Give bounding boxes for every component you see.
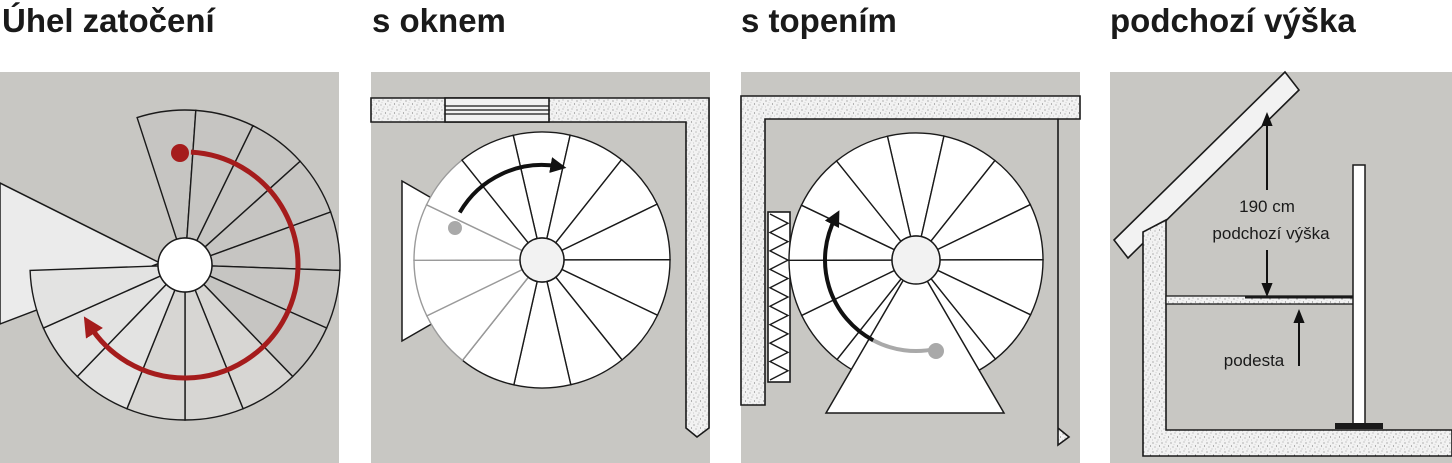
panel-background <box>1110 72 1452 463</box>
panel-with-window <box>370 72 710 463</box>
wall-and-floor <box>1142 218 1452 457</box>
panel-with-heater <box>740 72 1081 463</box>
landing-label: podesta <box>1224 351 1285 370</box>
rotation-start-dot <box>171 144 189 162</box>
roof-slope <box>1112 70 1301 260</box>
panel-rotation-angle <box>0 72 341 463</box>
headroom-text-label: podchozí výška <box>1212 224 1330 243</box>
panel-headroom: 190 cm podchozí výška podesta <box>1110 70 1452 463</box>
panel-title-headroom: podchozí výška <box>1110 2 1356 39</box>
panel-title-with-window: s oknem <box>372 2 506 39</box>
center-pole <box>157 237 213 293</box>
heater <box>767 211 791 383</box>
rotation-arrow <box>457 157 567 214</box>
rotation-start-dot <box>448 221 462 235</box>
headroom-value-label: 190 cm <box>1239 197 1295 216</box>
stair-treads <box>788 132 1044 388</box>
rotation-arrow <box>823 210 875 343</box>
wall <box>370 97 710 439</box>
rotation-arrow <box>83 149 301 381</box>
pole-base-plate <box>1335 423 1383 429</box>
stair-pole <box>1352 164 1366 426</box>
stair-treads <box>29 109 341 421</box>
wall <box>740 95 1081 447</box>
center-pole <box>519 237 565 283</box>
panel-title-with-heater: s topením <box>741 2 897 39</box>
center-pole <box>891 235 941 285</box>
heater-fins <box>768 213 790 381</box>
panel-title-rotation-angle: Úhel zatočení <box>2 2 215 39</box>
rotation-start-dot <box>928 343 944 359</box>
